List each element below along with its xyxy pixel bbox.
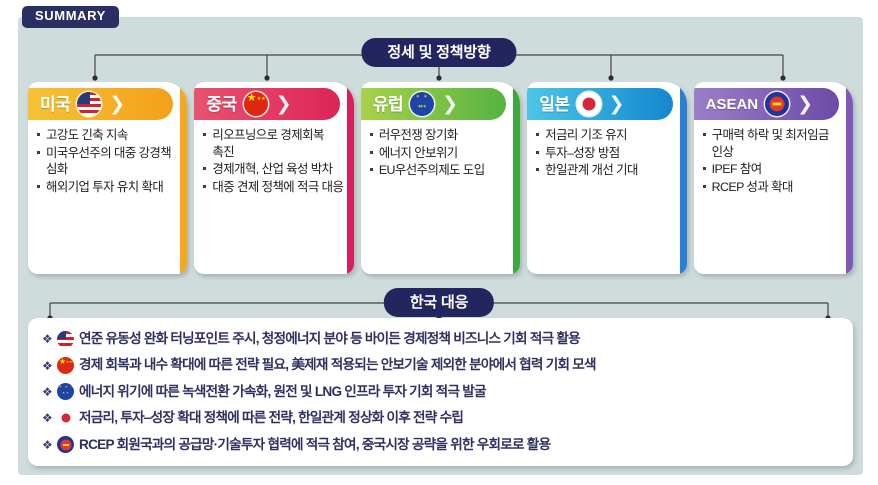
diamond-bullet-icon: ❖ <box>42 411 53 426</box>
diamond-bullet-icon: ❖ <box>42 437 53 452</box>
chevron-right-icon: ❯ <box>442 93 459 115</box>
korea-response-box: ❖ 연준 유동성 완화 터닝포인트 주시, 청정에너지 분야 등 바이든 경제정… <box>28 318 853 466</box>
japan-flag-icon <box>576 92 601 116</box>
card-china-header: 중국 ❯ <box>194 88 340 120</box>
chevron-right-icon: ❯ <box>109 93 126 115</box>
chevron-right-icon: ❯ <box>608 93 625 115</box>
card-asean[interactable]: ASEAN ❯ 구매력 하락 및 최저임금 인상 IPEF 참여 RCEP 성과… <box>693 82 854 274</box>
list-item: RCEP 성과 확대 <box>702 179 845 196</box>
us-flag-icon <box>57 330 75 348</box>
card-china-body: 리오프닝으로 경제회복 촉진 경제개혁, 산업 육성 박차 대중 견제 정책에 … <box>194 120 353 274</box>
response-text: 연준 유동성 완화 터닝포인트 주시, 청정에너지 분야 등 바이든 경제정책 … <box>79 331 581 347</box>
response-row-japan: ❖ 저금리, 투자‒성장 확대 정책에 따른 전략, 한일관계 정상화 이후 전… <box>42 409 841 427</box>
card-japan-title: 일본 <box>539 94 570 114</box>
card-japan-header: 일본 ❯ <box>527 88 673 120</box>
response-text: RCEP 회원국과의 공급망·기술투자 협력에 적극 참여, 중국시장 공략을 … <box>79 436 551 452</box>
card-japan-body: 저금리 기조 유지 투자‒성장 방점 한일관계 개선 기대 <box>527 120 686 274</box>
card-asean-header: ASEAN ❯ <box>693 88 840 120</box>
summary-badge: SUMMARY <box>22 6 119 28</box>
card-us-header: 미국 ❯ <box>28 88 174 120</box>
list-item: 대중 견제 정책에 적극 대응 <box>203 179 345 196</box>
card-us[interactable]: 미국 ❯ 고강도 긴축 지속 미국우선주의 대중 강경책 심화 해외기업 투자 … <box>28 82 188 274</box>
eu-flag-icon <box>410 92 435 116</box>
china-flag-icon <box>243 92 268 116</box>
us-flag-icon <box>77 92 102 116</box>
list-item: 에너지 안보위기 <box>369 145 512 162</box>
list-item: 경제개혁, 산업 육성 박차 <box>203 161 345 178</box>
list-item: 미국우선주의 대중 강경책 심화 <box>37 145 179 178</box>
eu-flag-icon <box>57 383 75 401</box>
card-asean-body: 구매력 하락 및 최저임금 인상 IPEF 참여 RCEP 성과 확대 <box>694 120 853 274</box>
list-item: 해외기업 투자 유치 확대 <box>37 179 179 196</box>
country-cards: 미국 ❯ 고강도 긴축 지속 미국우선주의 대중 강경책 심화 해외기업 투자 … <box>28 82 854 274</box>
list-item: 투자‒성장 방점 <box>536 145 678 162</box>
card-us-body: 고강도 긴축 지속 미국우선주의 대중 강경책 심화 해외기업 투자 유치 확대 <box>28 120 187 274</box>
response-text: 경제 회복과 내수 확대에 따른 전략 필요, 美제재 적용되는 안보기술 제외… <box>79 357 596 373</box>
asean-flag-icon <box>57 436 75 454</box>
asean-flag-icon <box>765 92 790 116</box>
list-item: 고강도 긴축 지속 <box>37 127 179 144</box>
response-row-china: ❖ 경제 회복과 내수 확대에 따른 전략 필요, 美제재 적용되는 안보기술 … <box>42 357 841 375</box>
response-row-us: ❖ 연준 유동성 완화 터닝포인트 주시, 청정에너지 분야 등 바이든 경제정… <box>42 330 841 348</box>
card-europe-title: 유럽 <box>372 94 404 114</box>
chevron-right-icon: ❯ <box>275 93 292 115</box>
list-item: 저금리 기조 유지 <box>536 127 678 144</box>
china-flag-icon <box>57 357 75 375</box>
card-japan[interactable]: 일본 ❯ 저금리 기조 유지 투자‒성장 방점 한일관계 개선 기대 <box>527 82 687 274</box>
response-row-asean: ❖ RCEP 회원국과의 공급망·기술투자 협력에 적극 참여, 중국시장 공략… <box>42 436 841 454</box>
card-us-title: 미국 <box>40 94 71 114</box>
banner-korea-response: 한국 대응 <box>383 288 495 317</box>
list-item: IPEF 참여 <box>702 161 845 178</box>
response-row-europe: ❖ 에너지 위기에 따른 녹색전환 가속화, 원전 및 LNG 인프라 투자 기… <box>42 383 841 401</box>
diamond-bullet-icon: ❖ <box>42 332 53 347</box>
card-china-title: 중국 <box>206 94 237 114</box>
list-item: 러우전쟁 장기화 <box>369 127 512 144</box>
diamond-bullet-icon: ❖ <box>42 384 53 399</box>
card-europe[interactable]: 유럽 ❯ 러우전쟁 장기화 에너지 안보위기 EU우선주의제도 도입 <box>360 82 521 274</box>
chevron-right-icon: ❯ <box>797 93 814 115</box>
response-text: 저금리, 투자‒성장 확대 정책에 따른 전략, 한일관계 정상화 이후 전략 … <box>79 410 464 426</box>
list-item: 구매력 하락 및 최저임금 인상 <box>702 127 845 160</box>
japan-flag-icon <box>57 409 75 427</box>
list-item: 리오프닝으로 경제회복 촉진 <box>203 127 345 160</box>
response-text: 에너지 위기에 따른 녹색전환 가속화, 원전 및 LNG 인프라 투자 기회 … <box>79 383 486 399</box>
list-item: EU우선주의제도 도입 <box>369 162 512 179</box>
card-europe-header: 유럽 ❯ <box>360 88 507 120</box>
list-item: 한일관계 개선 기대 <box>536 162 678 179</box>
card-asean-title: ASEAN <box>705 95 759 113</box>
card-europe-body: 러우전쟁 장기화 에너지 안보위기 EU우선주의제도 도입 <box>361 120 520 274</box>
card-china[interactable]: 중국 ❯ 리오프닝으로 경제회복 촉진 경제개혁, 산업 육성 박차 대중 견제… <box>194 82 354 274</box>
diamond-bullet-icon: ❖ <box>42 358 53 373</box>
banner-policy-direction: 정세 및 정책방향 <box>361 38 517 67</box>
